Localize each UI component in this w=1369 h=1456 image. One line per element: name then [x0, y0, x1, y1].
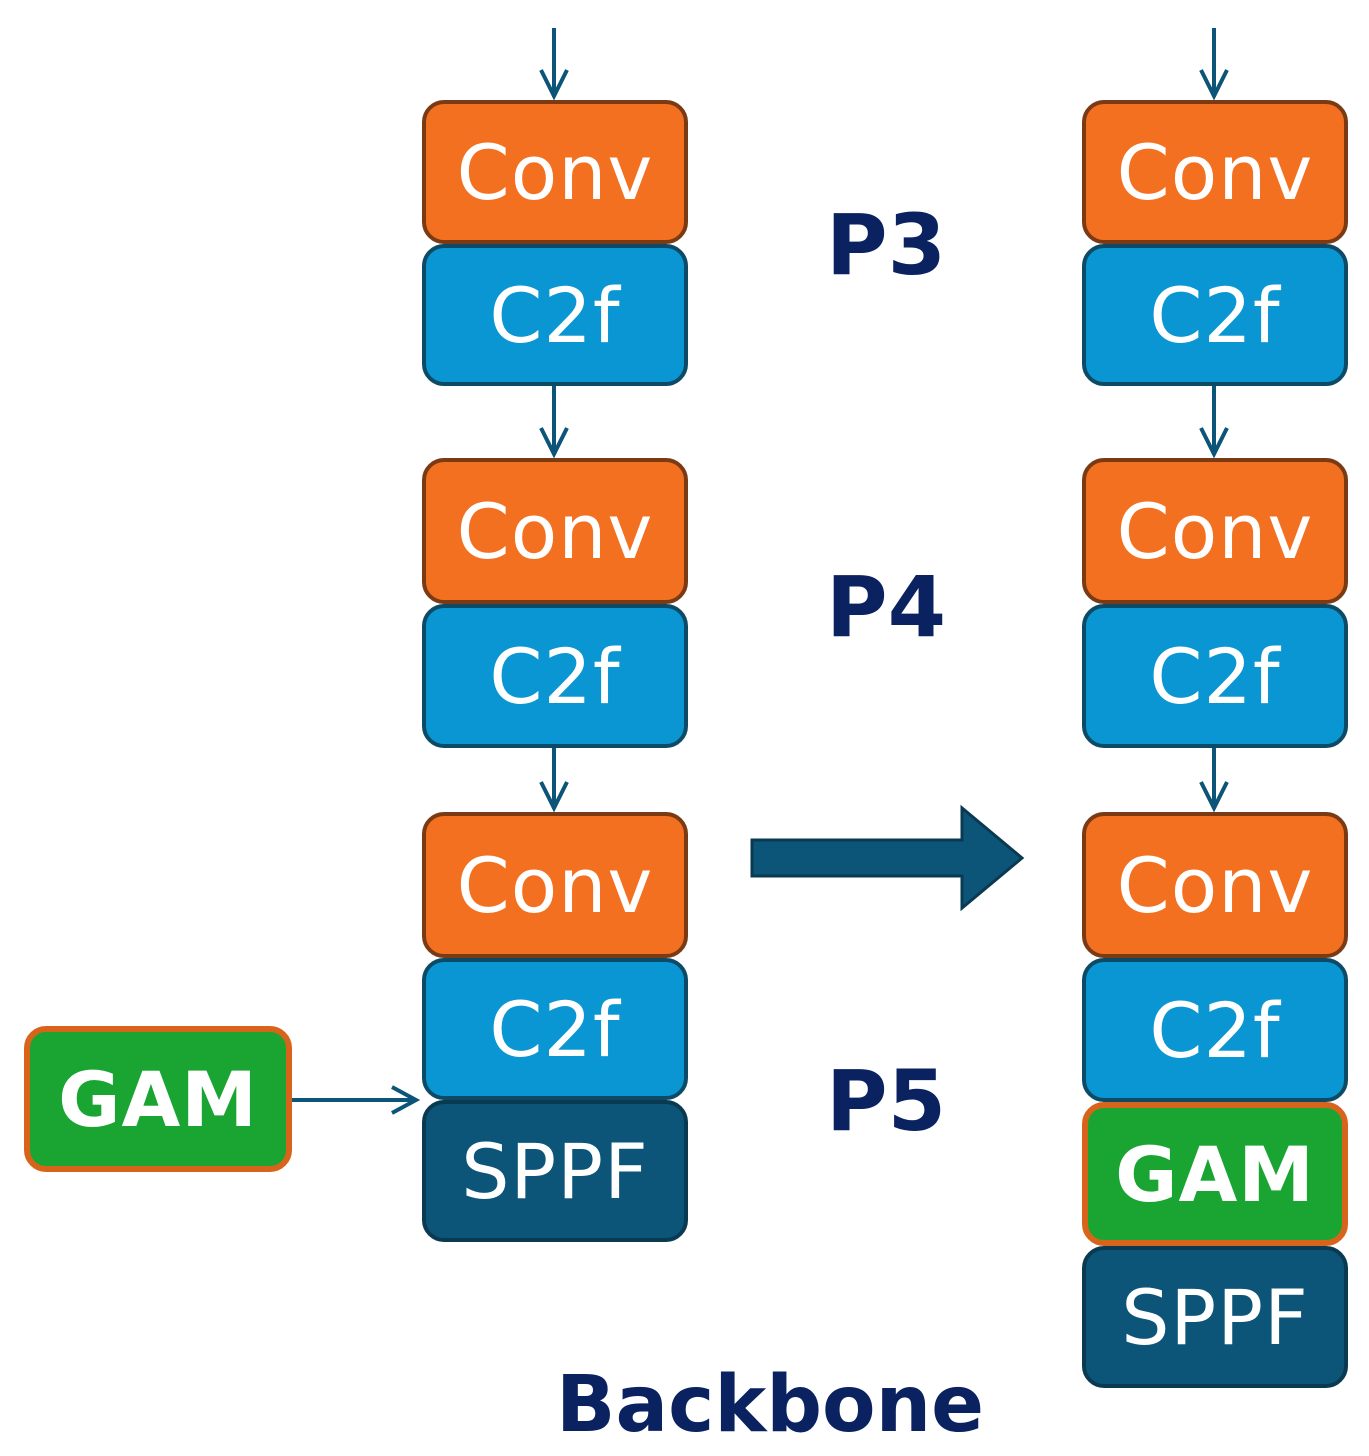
- left-conv-p4: Conv: [422, 458, 688, 604]
- left-conv-p3: Conv: [422, 100, 688, 244]
- left-c2f-p5: C2f: [422, 958, 688, 1100]
- gam-to-sppf-arrow: [292, 1085, 421, 1115]
- transform-arrow-icon: [750, 804, 1025, 912]
- left-sppf: SPPF: [422, 1100, 688, 1242]
- right-gam: GAM: [1082, 1102, 1348, 1246]
- right-c2f-p4: C2f: [1082, 604, 1348, 748]
- left-gam-input: GAM: [24, 1026, 292, 1172]
- stage-label-p5: P5: [826, 1052, 947, 1150]
- stage-label-p3: P3: [826, 196, 947, 294]
- stage-label-p4: P4: [826, 558, 947, 656]
- left-conv-p5: Conv: [422, 812, 688, 958]
- right-sppf: SPPF: [1082, 1246, 1348, 1388]
- right-c2f-p5: C2f: [1082, 958, 1348, 1102]
- diagram-caption: Backbone: [556, 1360, 985, 1450]
- right-conv-p3: Conv: [1082, 100, 1348, 244]
- right-c2f-p3: C2f: [1082, 244, 1348, 386]
- right-conv-p5: Conv: [1082, 812, 1348, 958]
- left-c2f-p3: C2f: [422, 244, 688, 386]
- right-conv-p4: Conv: [1082, 458, 1348, 604]
- left-c2f-p4: C2f: [422, 604, 688, 748]
